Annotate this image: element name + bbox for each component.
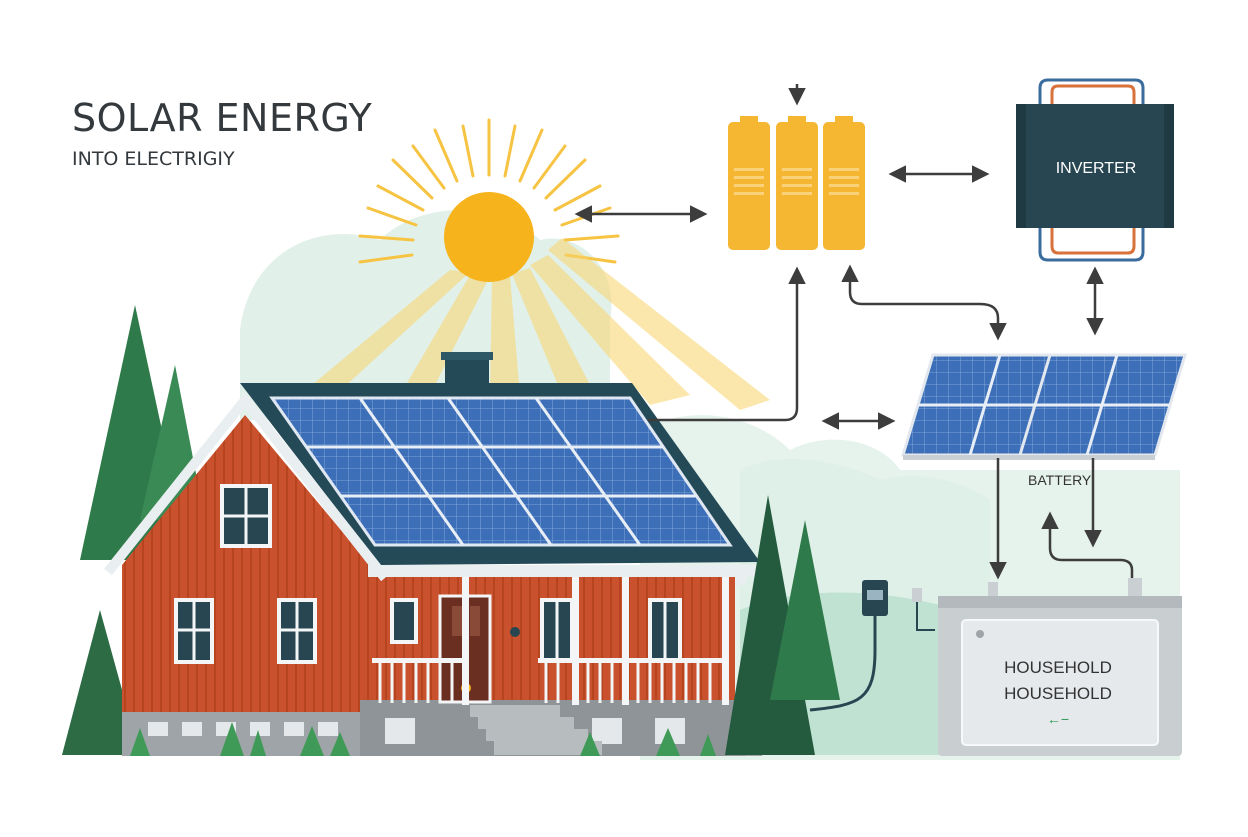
inverter-label: INVERTER	[1056, 160, 1137, 177]
household-box: HOUSEHOLD HOUSEHOLD ←−	[938, 578, 1182, 756]
page-title: SOLAR ENERGY	[72, 96, 373, 140]
household-label-2: HOUSEHOLD	[1004, 684, 1112, 703]
tree-icon	[725, 495, 840, 755]
solar-panel-icon	[900, 353, 1188, 460]
battery-label: BATTERY	[1028, 472, 1092, 488]
meter-icon	[809, 580, 935, 712]
flow-arrows	[574, 84, 1134, 580]
household-label-1: HOUSEHOLD	[1004, 658, 1112, 677]
sun-icon	[300, 118, 770, 410]
battery-cells-icon	[728, 116, 865, 250]
page-subtitle: INTO ELECTRIGIY	[72, 148, 235, 170]
inverter-icon: INVERTER	[1016, 78, 1174, 262]
house-icon	[104, 352, 762, 756]
household-arrow-glyph: ←−	[1047, 711, 1069, 727]
